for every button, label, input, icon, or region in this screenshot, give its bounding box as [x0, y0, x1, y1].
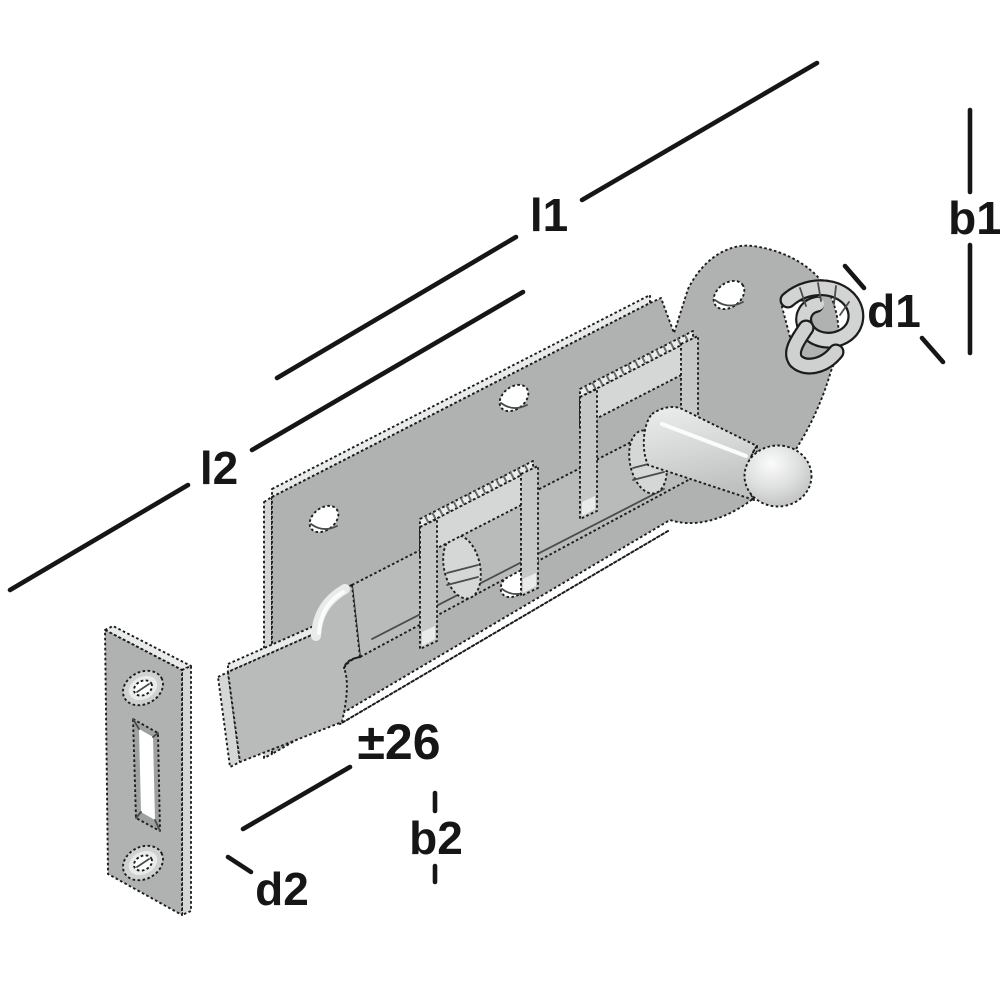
strike-plate-hole	[122, 669, 164, 707]
dim-label-b1: b1	[948, 192, 1000, 244]
strike-plate-side-thickness	[181, 665, 192, 916]
dim-l1-line-right	[579, 60, 820, 203]
staple2-left-foot	[582, 496, 595, 516]
handle-bend-inner-edge	[343, 656, 361, 669]
dim-l2-line-left	[7, 482, 191, 593]
dim-d1-tick-upper	[842, 263, 867, 291]
staple1-left-leg	[419, 518, 438, 650]
bolt-knob	[743, 444, 813, 508]
bolt-handle	[217, 584, 361, 768]
dim-label-travel: ±26	[357, 714, 440, 770]
hook-band-ticks	[799, 282, 850, 316]
dim-d2: d2	[225, 854, 309, 915]
plate-top-thickness	[271, 294, 651, 498]
dim-l2: l2	[7, 289, 526, 593]
dim-label-b2: b2	[409, 812, 463, 864]
dim-label-d1: d1	[867, 285, 921, 337]
staple-guide-1	[419, 460, 539, 650]
strike-plate-hole	[122, 844, 164, 882]
staple-guide-2	[579, 330, 699, 520]
staple2-left-leg	[579, 388, 598, 520]
rod-highlight	[660, 422, 748, 458]
staple2-band-hatch	[584, 333, 690, 394]
plate-bottom-edge-line	[339, 530, 669, 725]
dim-d1-tick-lower	[919, 335, 946, 365]
dim-l2-line-right	[249, 289, 526, 453]
dim-b2: b2	[409, 790, 463, 885]
staple1-right-leg	[520, 465, 539, 597]
hook-strip-upper	[781, 281, 862, 347]
plate-lobe-hole	[712, 279, 746, 311]
staple1-right-foot	[523, 573, 536, 593]
strike-plate-slot	[132, 718, 161, 832]
dim-d1: d1	[842, 263, 946, 365]
staple1-left-foot	[422, 626, 435, 646]
dim-label-l1: l1	[530, 189, 568, 241]
plate-screw-hole	[498, 383, 530, 413]
bolt-rod	[642, 406, 813, 508]
dim-l1: l1	[274, 60, 820, 381]
hook-strip-lower	[787, 321, 843, 373]
dim-label-l2: l2	[200, 442, 238, 494]
staple1-band-hatch	[424, 463, 530, 524]
dim-travel-line	[240, 764, 353, 832]
strike-plate	[104, 625, 192, 916]
dim-b1: b1	[948, 107, 1000, 356]
hook-catch	[779, 279, 865, 375]
rod-end-crease	[747, 445, 758, 501]
dim-d2-tick	[225, 854, 254, 875]
dim-l1-line-left	[274, 234, 519, 381]
plate-screw-hole	[308, 504, 340, 534]
dim-travel: ±26	[240, 714, 441, 832]
handle-bend-core	[317, 590, 345, 635]
dim-label-d2: d2	[255, 863, 309, 915]
bolt-bar-emboss	[442, 534, 482, 600]
